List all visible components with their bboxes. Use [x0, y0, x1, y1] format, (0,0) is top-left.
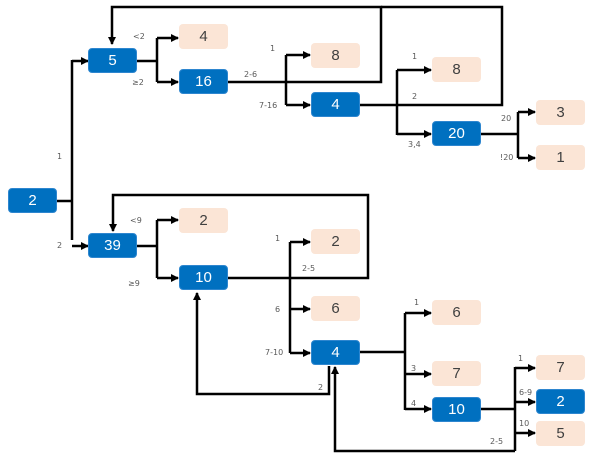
- edge-10b-loop-to-4b: [331, 366, 515, 453]
- edge-label: ≥9: [128, 279, 140, 288]
- node-39: 39: [88, 233, 137, 258]
- edge-label: 20: [501, 114, 512, 123]
- edge-20-trunk: [481, 112, 520, 158]
- leaf-node-3: 3: [536, 100, 585, 125]
- leaf-node-6: 6: [311, 296, 360, 321]
- leaf-node-6: 6: [432, 300, 481, 325]
- edge-label: 2-5: [490, 437, 504, 446]
- edge-label: 3,4: [408, 140, 421, 149]
- leaf-node-8: 8: [311, 43, 360, 68]
- node-10-upper: 10: [179, 265, 228, 290]
- leaf-node-7: 7: [432, 361, 481, 386]
- edge-label: <2: [133, 32, 145, 41]
- node-root: 2: [8, 188, 57, 213]
- edge-label: 4: [411, 399, 417, 408]
- edge-label: 7-16: [259, 101, 278, 110]
- node-4-lower: 4: [311, 340, 360, 365]
- edge-label: ≥2: [132, 78, 144, 87]
- edge-label: 1: [275, 234, 281, 243]
- edge-label: 1: [412, 52, 418, 61]
- leaf-node-8: 8: [432, 57, 481, 82]
- edge-4b-trunk: [360, 313, 407, 410]
- edge-4b-loop-to-10a: [193, 292, 331, 396]
- edge-label: 1: [518, 354, 524, 363]
- leaf-node-5: 5: [536, 421, 585, 446]
- edge-label: 2: [318, 383, 324, 392]
- edge-label: 2: [57, 241, 63, 250]
- edge-label: 1: [414, 298, 420, 307]
- edge-10b-trunk: [481, 367, 517, 451]
- edge-label: 2-6: [244, 70, 258, 79]
- edge-label: 6-9: [519, 388, 533, 397]
- node-2: 2: [536, 389, 585, 414]
- edge-label: !20: [500, 153, 514, 162]
- edge-label: <9: [130, 216, 142, 225]
- node-20: 20: [432, 121, 481, 146]
- edge-label: 3: [411, 364, 417, 373]
- edge-label: 6: [275, 305, 281, 314]
- leaf-node-2: 2: [311, 229, 360, 254]
- edge-5-trunk: [137, 38, 159, 82]
- edge-label: 7-10: [265, 348, 284, 357]
- edge-label: 2-5: [302, 264, 316, 273]
- node-10-lower: 10: [432, 397, 481, 422]
- leaf-node-7: 7: [536, 355, 585, 380]
- edge-label: 2: [412, 92, 418, 101]
- edge-39-trunk: [137, 220, 159, 278]
- edge-10a-loop-to-39: [109, 193, 370, 280]
- edge-label: 1: [57, 152, 63, 161]
- node-4-upper: 4: [311, 92, 360, 117]
- edge-label: 1: [270, 44, 276, 53]
- leaf-node-4: 4: [179, 24, 228, 49]
- edge-root-trunk: [57, 60, 74, 240]
- edge-4a-loop: [360, 5, 504, 107]
- node-16: 16: [179, 69, 228, 94]
- leaf-node-2: 2: [179, 208, 228, 233]
- leaf-node-1: 1: [536, 145, 585, 170]
- edge-label: 10: [519, 419, 530, 428]
- node-5: 5: [88, 48, 137, 73]
